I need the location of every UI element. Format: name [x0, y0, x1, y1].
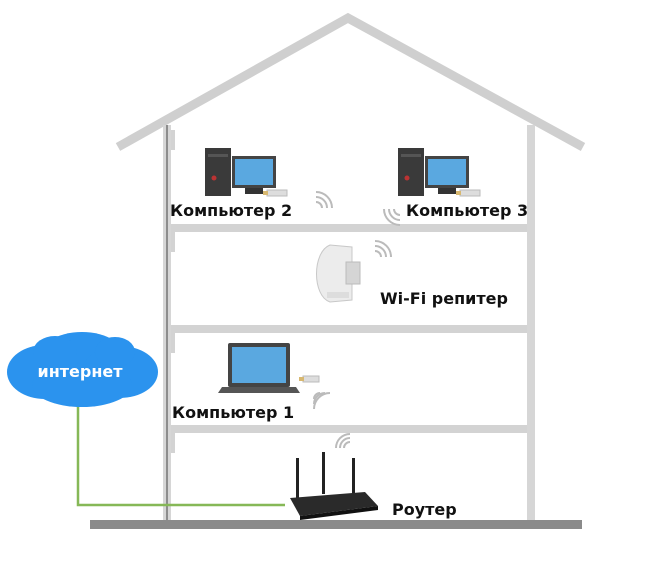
ground-bar — [90, 520, 582, 529]
router-label: Роутер — [392, 500, 457, 519]
house-roof — [115, 12, 586, 151]
internet-cloud — [7, 332, 158, 407]
desktop-computer-icon — [205, 148, 288, 197]
router-icon — [290, 452, 378, 520]
wifi-signal-icon — [383, 208, 401, 226]
internet-cable — [76, 405, 285, 507]
wifi-signal-icon — [315, 191, 333, 209]
computer-1-label: Компьютер 1 — [172, 403, 294, 422]
wifi-repeater-icon — [316, 244, 361, 303]
wifi-signal-icon — [335, 433, 351, 449]
repeater-label: Wi-Fi репитер — [380, 289, 508, 308]
wifi-signal-icon — [374, 240, 392, 258]
internet-label: интернет — [37, 362, 123, 381]
computer-2-label: Компьютер 2 — [170, 201, 292, 220]
house-walls — [163, 125, 535, 522]
computer-3-label: Компьютер 3 — [406, 201, 528, 220]
wifi-signal-icon — [313, 392, 331, 410]
desktop-computer-icon — [398, 148, 481, 197]
laptop-icon — [218, 343, 320, 393]
house-floors — [171, 130, 527, 453]
